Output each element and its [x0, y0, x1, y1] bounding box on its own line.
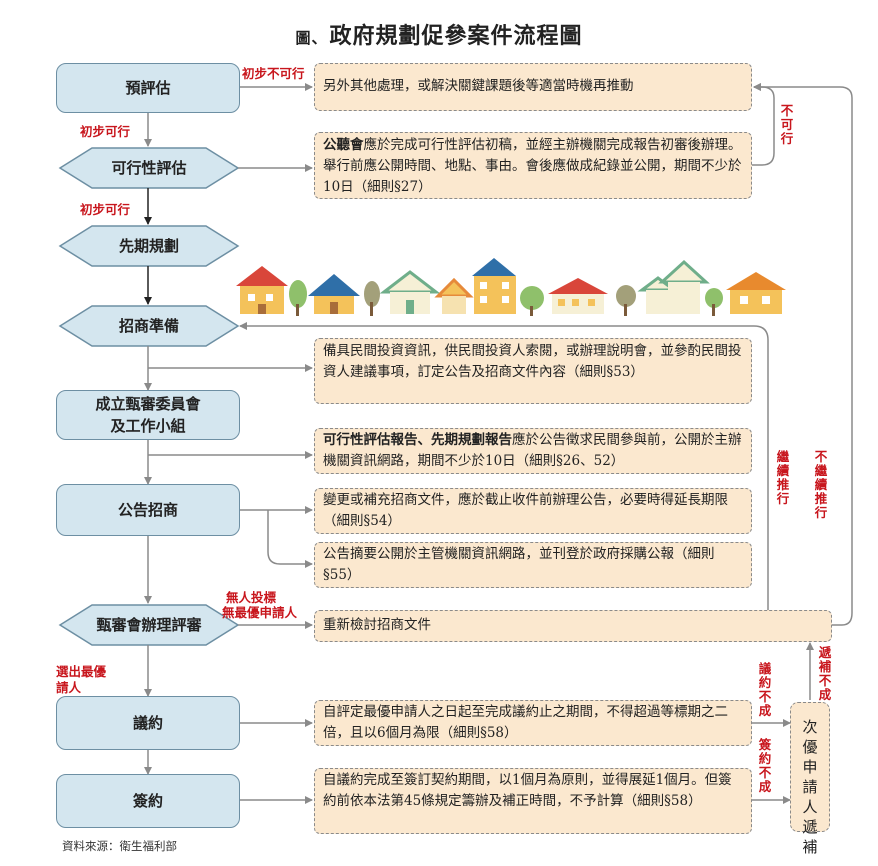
step-committee: 成立甄審委員會及工作小組: [56, 390, 240, 440]
step-feasibility-label: 可行性評估: [111, 159, 187, 177]
label-fill-fail: 遞補不成: [818, 645, 832, 702]
side-runner-up: 次優申請人遞補: [790, 702, 830, 856]
title-prefix: 圖、: [295, 29, 328, 47]
note-publish-summary: 公告摘要公開於主管機關資訊網路，並刊登於政府採購公報（細則§55）: [314, 542, 752, 588]
step-pre-evaluation-label: 預評估: [125, 79, 171, 97]
label-not-feasible-initial: 初步不可行: [242, 66, 305, 81]
note-signing-period: 自議約完成至簽訂契約期間，以1個月為原則，並得展延1個月。但簽約前依本法第45條…: [314, 768, 752, 834]
side-runner-up-text: 次優申請人遞補: [802, 718, 818, 856]
step-sign-label: 簽約: [132, 792, 163, 810]
note-report-disclosure: 可行性評估報告、先期規劃報告應於公告徵求民間參與前，公開於主辦機關資訊網路，期間…: [314, 428, 752, 474]
note-public-hearing: 公聽會應於完成可行性評估初稿，並經主辦機關完成報告初審後辦理。舉行前應公開時間、…: [314, 132, 752, 199]
note-publish-summary-text: 公告摘要公開於主管機關資訊網路，並刊登於政府採購公報（細則§55）: [323, 546, 715, 583]
note-review-docs-text: 重新檢討招商文件: [323, 617, 431, 633]
source-note: 資料來源：衛生福利部: [62, 839, 177, 853]
label-best-1: 選出最優: [56, 664, 107, 679]
step-planning-label: 先期規劃: [118, 237, 179, 255]
step-negotiate: 議約: [56, 696, 240, 750]
note-review-docs: 重新檢討招商文件: [314, 610, 832, 642]
label-sign-fail: 簽約不成: [758, 737, 772, 794]
note-signing-period-text: 自議約完成至簽訂契約期間，以1個月為原則，並得展延1個月。但簽約前依本法第45條…: [323, 772, 732, 809]
step-committee-label: 成立甄審委員會及工作小組: [95, 395, 201, 435]
note-change-docs-text: 變更或補充招商文件，應於截止收件前辦理公告，必要時得延長期限（細則§54）: [323, 492, 728, 529]
note-other-handling: 另外其他處理，或解決關鍵課題後等適當時機再推動: [314, 63, 752, 111]
note-report-disclosure-bold: 可行性評估報告、先期規劃報告: [323, 432, 512, 448]
note-public-hearing-text: 應於完成可行性評估初稿，並經主辦機關完成報告初審後辦理。舉行前應公開時間、地點、…: [323, 137, 742, 195]
note-negotiation-period: 自評定最優申請人之日起至完成議約止之期間，不得超過等標期之二倍，且以6個月為限（…: [314, 700, 752, 746]
label-feasible-2: 初步可行: [80, 202, 131, 217]
note-report-disclosure-text: 應於公告徵求民間參與前，公開於主辦機關資訊網路，期間不少於10日（細則§26、5…: [323, 432, 742, 469]
step-announce: 公告招商: [56, 484, 240, 536]
label-feasible-1: 初步可行: [80, 124, 131, 139]
note-other-handling-text: 另外其他處理，或解決關鍵課題後等適當時機再推動: [323, 78, 634, 94]
step-bidding-prep-label: 招商準備: [118, 317, 179, 335]
step-review-label: 甄審會辦理評審: [96, 616, 202, 634]
title-text: 政府規劃促參案件流程圖: [329, 23, 583, 49]
note-change-docs: 變更或補充招商文件，應於截止收件前辦理公告，必要時得延長期限（細則§54）: [314, 488, 752, 534]
label-no-bid-2: 無最優申請人: [222, 605, 298, 620]
label-not-feasible: 不可行: [780, 103, 794, 146]
note-investment-info: 備具民間投資資訊，供民間投資人索閱，或辦理說明會，並參酌民間投資人建議事項，訂定…: [314, 338, 752, 404]
step-announce-label: 公告招商: [117, 501, 178, 519]
step-pre-evaluation: 預評估: [56, 63, 240, 113]
step-negotiate-label: 議約: [132, 714, 163, 732]
page-title: 圖、政府規劃促參案件流程圖: [0, 18, 878, 50]
label-best-2: 請人: [56, 680, 82, 695]
label-not-continue: 不繼續推行: [814, 449, 828, 520]
planning-diamond: [58, 225, 240, 267]
label-no-bid-1: 無人投標: [226, 590, 277, 605]
label-continue: 繼續推行: [776, 449, 790, 506]
bidding-prep-diamond: [58, 305, 240, 347]
label-neg-fail: 議約不成: [758, 661, 772, 718]
note-negotiation-period-text: 自評定最優申請人之日起至完成議約止之期間，不得超過等標期之二倍，且以6個月為限（…: [323, 704, 728, 741]
houses-illustration: [236, 258, 786, 316]
note-investment-info-text: 備具民間投資資訊，供民間投資人索閱，或辦理說明會，並參酌民間投資人建議事項，訂定…: [323, 343, 742, 380]
step-sign: 簽約: [56, 774, 240, 828]
note-public-hearing-bold: 公聽會: [323, 137, 364, 153]
